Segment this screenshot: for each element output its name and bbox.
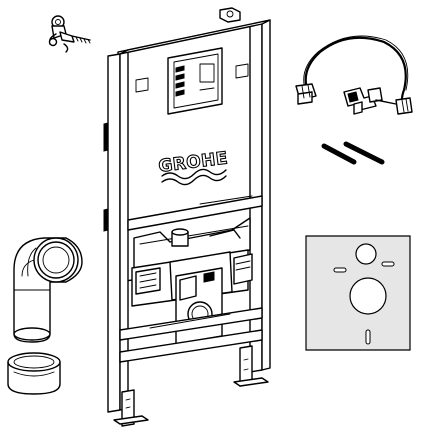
installation-frame: GROHE [103, 7, 271, 427]
fixing-bolts [321, 141, 385, 165]
flexible-supply-hose [295, 35, 413, 115]
sound-insulation-mat [305, 235, 411, 351]
connector-sleeve [7, 352, 61, 395]
wall-fixing-bracket [48, 15, 91, 53]
flush-bend-elbow [13, 237, 83, 343]
